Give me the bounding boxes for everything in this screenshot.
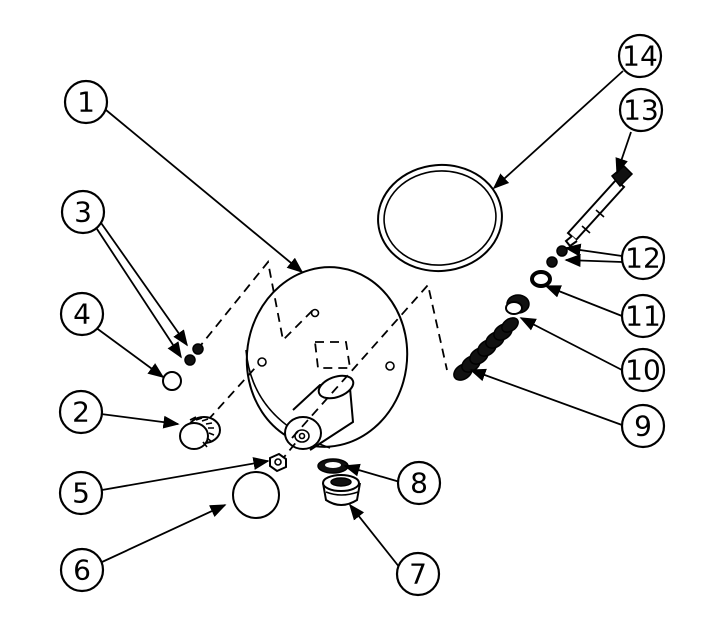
part-11-ring: [530, 270, 552, 288]
part-10-bushing: [505, 294, 530, 315]
part-5-nut: [269, 452, 287, 473]
callout-13: 13: [618, 87, 664, 133]
part-2-knob: [179, 416, 221, 450]
callout-11-label: 11: [625, 300, 661, 333]
callout-14-label: 14: [622, 40, 658, 73]
callout-10-label: 10: [625, 354, 661, 387]
callout-4: 4: [59, 291, 105, 337]
part-8-washer: [317, 458, 349, 474]
callout-7-label: 7: [409, 558, 427, 591]
callout-3: 3: [60, 189, 106, 235]
callout-1: 1: [63, 79, 109, 125]
part-4-ball: [162, 371, 182, 391]
part-6-sphere: [232, 471, 280, 519]
callout-7: 7: [395, 551, 441, 597]
leader-lines: [94, 70, 632, 569]
callout-14: 14: [617, 33, 663, 79]
callout-4-label: 4: [73, 298, 91, 331]
part-12-balls: [546, 245, 568, 268]
callout-13-label: 13: [623, 94, 659, 127]
callout-12-label: 12: [625, 242, 661, 275]
part-1-plate: [245, 266, 409, 451]
part-7-plug: [322, 474, 361, 506]
callout-5-label: 5: [72, 477, 90, 510]
callout-5: 5: [58, 470, 104, 516]
callout-8-label: 8: [410, 467, 428, 500]
part-9-spring: [453, 317, 519, 381]
callout-9: 9: [620, 403, 666, 449]
assembly-line-left: [196, 259, 315, 351]
assembly-line-hub: [291, 283, 448, 439]
callout-3-label: 3: [74, 196, 92, 229]
callout-6-label: 6: [73, 554, 91, 587]
callout-1-label: 1: [77, 86, 95, 119]
callout-11: 11: [620, 293, 666, 339]
callout-12: 12: [620, 235, 666, 281]
part-13-pin: [564, 164, 634, 248]
part-14-oring: [377, 163, 503, 273]
callout-2: 2: [58, 389, 104, 435]
callout-6: 6: [59, 547, 105, 593]
callout-2-label: 2: [72, 396, 90, 429]
callout-8: 8: [396, 460, 442, 506]
callout-10: 10: [620, 347, 666, 393]
part-3-screws: [184, 343, 204, 366]
assembly-line-lower-left: [207, 367, 256, 421]
callout-9-label: 9: [634, 410, 652, 443]
